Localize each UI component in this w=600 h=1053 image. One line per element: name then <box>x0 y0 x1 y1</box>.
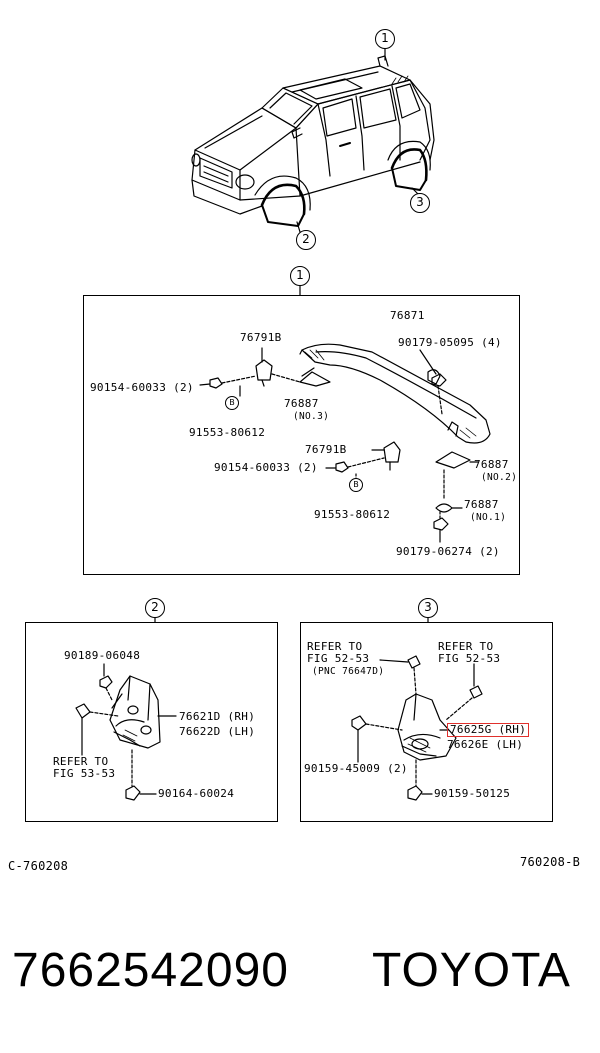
part-label-76887-no2[interactable]: 76887 <box>474 458 509 471</box>
part-label-90159-50125[interactable]: 90159-50125 <box>434 787 511 800</box>
roof-rail-drawing <box>199 343 491 543</box>
part-label-76887-no1[interactable]: 76887 <box>464 498 499 511</box>
footer-brand: TOYOTA <box>372 944 571 997</box>
part-label-76871[interactable]: 76871 <box>390 309 425 322</box>
part-label-90179-05095[interactable]: 90179-05095 (4) <box>398 336 502 349</box>
part-label-76621d[interactable]: 76621D (RH) <box>179 710 256 723</box>
part-label-90179-06274[interactable]: 90179-06274 (2) <box>396 545 500 558</box>
panel-1-title: 1 <box>290 266 310 286</box>
refer-a-line3: (PNC 76647D) <box>312 666 385 677</box>
part-note-no3: (NO.3) <box>293 411 330 422</box>
rear-mudguard-drawing <box>351 655 483 801</box>
panel-2-title: 2 <box>145 598 165 618</box>
part-label-90159-45009[interactable]: 90159-45009 (2) <box>304 762 408 775</box>
part-label-90164-60024[interactable]: 90164-60024 <box>158 787 235 800</box>
refer-a-line1: REFER TO <box>307 640 363 653</box>
part-label-76887-no3[interactable]: 76887 <box>284 397 319 410</box>
panel-3-title: 3 <box>418 598 438 618</box>
refer-a-line2: FIG 52-53 <box>307 652 370 665</box>
part-note-no1: (NO.1) <box>470 512 507 523</box>
front-mudguard-drawing <box>75 663 177 801</box>
footer-part-number: 7662542090 <box>12 944 289 997</box>
part-label-76625g-highlighted[interactable]: 76625G (RH) <box>447 723 530 737</box>
part-label-76626e[interactable]: 76626E (LH) <box>447 738 524 751</box>
part-label-90189-06048[interactable]: 90189-06048 <box>64 649 141 662</box>
b-marker-bottom: B <box>349 478 363 492</box>
part-label-90154-top[interactable]: 90154-60033 (2) <box>90 381 194 394</box>
refer-to-line2: FIG 53-53 <box>53 767 116 780</box>
diagram-code-right: 760208-B <box>520 855 581 869</box>
part-label-76791b-bottom[interactable]: 76791B <box>305 443 347 456</box>
callout-1-car[interactable]: 1 <box>375 29 395 49</box>
diagram-code-left: C-760208 <box>8 859 69 873</box>
callout-3-car[interactable]: 3 <box>410 193 430 213</box>
part-label-91553-top[interactable]: 91553-80612 <box>189 426 266 439</box>
part-label-76622d[interactable]: 76622D (LH) <box>179 725 256 738</box>
part-note-no2: (NO.2) <box>481 472 518 483</box>
roof-rail-panel <box>83 295 520 575</box>
part-label-76791b-top[interactable]: 76791B <box>240 331 282 344</box>
refer-to-line1: REFER TO <box>53 755 109 768</box>
refer-b-line1: REFER TO <box>438 640 494 653</box>
front-mudguard-panel <box>25 622 278 822</box>
refer-b-line2: FIG 52-53 <box>438 652 501 665</box>
b-marker-top: B <box>225 396 239 410</box>
part-label-91553-bottom[interactable]: 91553-80612 <box>314 508 391 521</box>
callout-2-car[interactable]: 2 <box>296 230 316 250</box>
part-label-90154-bottom[interactable]: 90154-60033 (2) <box>214 461 318 474</box>
vehicle-illustration <box>191 46 435 233</box>
rear-mudguard-panel <box>300 622 553 822</box>
